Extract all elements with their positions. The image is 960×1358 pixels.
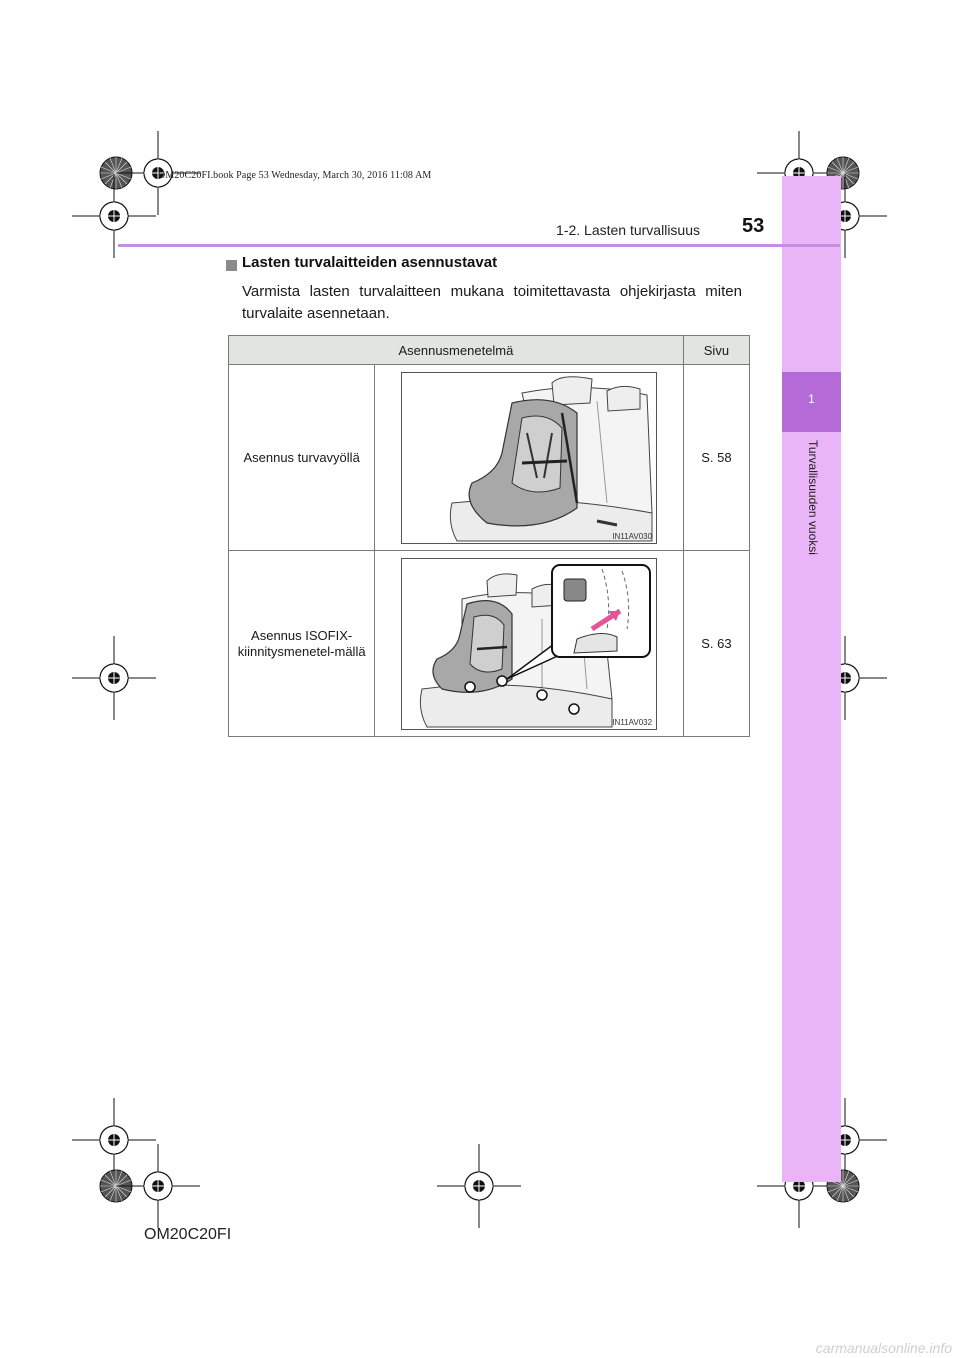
table-row: Asennus ISOFIX-kiinnitysmenetel-mällä [227, 550, 751, 737]
child-seat-seatbelt-image [449, 375, 653, 541]
method-cell: Asennus ISOFIX-kiinnitysmenetel-mällä [227, 550, 376, 737]
header-section-title: 1-2. Lasten turvallisuus [556, 222, 700, 238]
footer-manual-code: OM20C20FI [144, 1226, 232, 1243]
table-row: Asennus turvavyöllä [227, 364, 751, 551]
chapter-tab [782, 176, 841, 1182]
header-rule [118, 244, 840, 247]
chapter-label: Turvallisuuden vuoksi [806, 440, 820, 555]
chapter-number: 1 [808, 392, 815, 406]
intro-paragraph: Varmista lasten turvalaitteen mukana toi… [242, 283, 742, 322]
method-cell: Asennus turvavyöllä [227, 364, 376, 551]
page-ref-cell: S. 63 [682, 550, 751, 737]
table-header-page: Sivu [682, 335, 751, 365]
section-heading: Lasten turvalaitteiden asennustavat [242, 254, 498, 271]
watermark: carmanualsonline.info [815, 1340, 952, 1356]
isofix-install-illustration: IN11AV032 [401, 557, 658, 730]
heading-bullet-icon [226, 260, 237, 271]
table-header-row: Asennusmenetelmä Sivu [228, 335, 751, 365]
page-number: 53 [742, 215, 765, 237]
image-cell: IN11AV032 [374, 550, 684, 737]
installation-table: Asennusmenetelmä Sivu Asennus turvavyöll… [227, 335, 751, 737]
print-stamp: OM20C20FI.book Page 53 Wednesday, March … [158, 170, 432, 181]
image-cell: IN11AV030 [374, 364, 684, 551]
illustration-code: IN11AV032 [612, 717, 653, 727]
table-header-method: Asennusmenetelmä [228, 335, 684, 365]
chapter-tab-active [782, 372, 841, 432]
illustration-code: IN11AV030 [612, 531, 653, 541]
seatbelt-install-illustration: IN11AV030 [401, 371, 658, 544]
page-ref-cell: S. 58 [682, 364, 751, 551]
child-seat-isofix-image [419, 563, 652, 727]
